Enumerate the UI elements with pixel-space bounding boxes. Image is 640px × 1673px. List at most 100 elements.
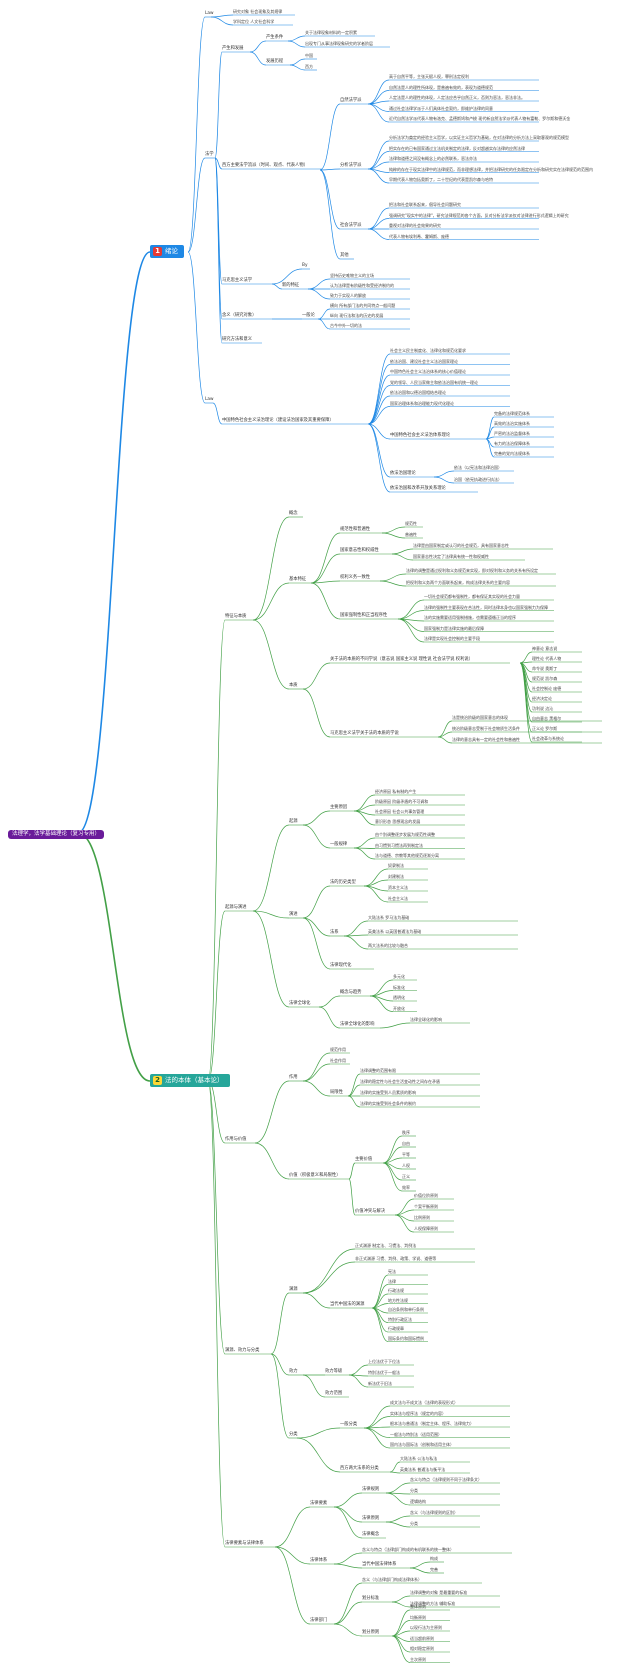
map-node: 当代中国法的渊源: [330, 1302, 365, 1307]
map-node: 一般规律: [330, 842, 348, 847]
map-node: 资本主义法: [388, 885, 408, 890]
branch-line: [319, 103, 341, 171]
branch-line: [296, 1427, 341, 1439]
branch-line: [385, 1482, 411, 1494]
branch-line: [389, 1471, 401, 1474]
map-node: 划分原则: [362, 1630, 380, 1635]
map-node: 主要原因: [330, 805, 348, 810]
map-node: 法律的强制性主要表现在合法性，同时法律本身也以国家强制力为保障: [424, 604, 548, 610]
branch-line: [249, 51, 267, 66]
map-node: 本质: [289, 683, 298, 688]
branch-line: [289, 64, 306, 71]
map-node: 效率: [402, 1185, 410, 1190]
branch-line: [343, 935, 369, 950]
map-node: 法的实施需要适用强制措施，也需要遵循正当的程序: [424, 615, 516, 620]
branch-line: [367, 207, 390, 230]
map-node: 法律体系: [310, 1558, 328, 1563]
branch-line: [317, 308, 331, 320]
map-node: 含义（与法律规则的区别）: [410, 1510, 458, 1515]
branch-line: [433, 476, 455, 484]
map-node: 法律调整的范围有限: [360, 1068, 396, 1073]
map-node: 自然法是人的理性所体现，是普遍有效的，表现为道德规范: [389, 84, 493, 90]
map-node: 正式渊源 制定法、习惯法、判例法: [355, 1243, 417, 1248]
branch-line: [353, 794, 376, 812]
branch-line: [302, 1080, 331, 1097]
branch-line: [271, 268, 303, 285]
map-node: 国家意志性决定了法律具有统一性和权威性: [413, 554, 489, 559]
map-node: 分类: [289, 1432, 298, 1437]
map-node: 法学: [205, 152, 214, 157]
map-node: 纯粹的存在于现实法律中的法律规范，而非理想法律，并把法律研究的任务限定在分析和研…: [389, 166, 593, 172]
branch-line: [302, 688, 331, 738]
map-node: 新法优于旧法: [368, 1381, 392, 1386]
map-node: 适当超前原则: [410, 1635, 434, 1641]
branch-line: [367, 218, 390, 230]
branch-line: [391, 1601, 411, 1608]
map-node: 概念与趋势: [340, 990, 362, 995]
map-node: 自治条例和单行条例: [388, 1307, 424, 1312]
map-node: 依法治国和改革开放关系理论: [390, 486, 446, 491]
branch-line: [77, 832, 151, 1082]
map-node: 分类: [410, 1521, 418, 1526]
map-node: 中国: [305, 53, 313, 58]
branch-line: [333, 1506, 363, 1523]
map-node: 国内法与国际法（创制和适用主体）: [390, 1442, 454, 1447]
map-node: 法律是由国家制定或认可的社会规范，具有国家意志性: [413, 543, 509, 548]
map-node: 开放化: [393, 1005, 405, 1011]
branch-line: [379, 1022, 411, 1029]
branch-line: [302, 885, 331, 919]
map-node: 法律的稳定性与社会生活变动性之间存在矛盾: [360, 1079, 440, 1084]
map-node: 近代自然法学派代表人物有洛克、孟德斯鸠和卢梭 现代新自然法学派代表人物有富勒、罗…: [389, 116, 571, 121]
map-node: 规范性: [405, 521, 417, 526]
map-node: 西方主要法学流派（时间、观点、代表人物）: [222, 163, 308, 168]
map-node: 含义与特点（法律部门构成的有机联系的统一整体）: [362, 1547, 454, 1552]
branch-line: [409, 1567, 431, 1574]
map-node: 行政法规: [388, 1288, 404, 1293]
map-node: 法律现代化: [330, 963, 352, 968]
branch-line: [367, 406, 391, 425]
map-node: 依法治国、建设社会主义法治国家理论: [390, 358, 458, 364]
map-node: 严密的法治监督体系: [494, 431, 530, 436]
map-node: 透明化: [393, 995, 405, 1000]
branch-line: [287, 40, 306, 48]
map-node: 强调研究"现实中的法律"，研究法律规范的各个方面，反对分析法学派仅对法律进行形式…: [389, 212, 569, 218]
branch-line: [302, 917, 331, 970]
map-node: 演进: [289, 912, 298, 917]
map-node: 秩序: [402, 1130, 410, 1135]
branch-line: [318, 995, 341, 1008]
branch-line: [369, 995, 394, 1012]
map-node: 逻辑结构: [410, 1499, 426, 1504]
map-node: 实体法与程序法（规定的内容）: [390, 1410, 446, 1416]
map-node: 概念: [289, 511, 298, 516]
map-node: 社会作用: [330, 1058, 346, 1063]
map-node: 法律的意志具有一定的社会性和普遍性: [452, 737, 520, 742]
branch-line: [347, 1073, 361, 1097]
map-node: 效力范围: [325, 1391, 343, 1396]
map-node: 规范性和普遍性: [340, 527, 371, 532]
branch-line: [363, 1416, 391, 1429]
map-node: 致力于实现人的解放: [330, 293, 366, 298]
map-node: 效力: [289, 1369, 298, 1374]
map-node: 封建制法: [388, 874, 404, 879]
branch-line: [302, 662, 331, 690]
map-node: 特别法优于一般法: [368, 1370, 400, 1375]
map-node: 行政规章: [388, 1326, 404, 1331]
branch-line: [347, 1095, 361, 1108]
branch-line: [348, 1364, 369, 1376]
map-node: 法律: [388, 1278, 396, 1284]
branch-line: [274, 1506, 311, 1548]
branch-line: [302, 1063, 331, 1082]
branch-line: [385, 1515, 411, 1523]
map-node: 根本法与普通法（制定主体、程序、法律效力）: [390, 1421, 474, 1426]
branch-line: [367, 168, 390, 184]
branch-line: [254, 1080, 290, 1144]
map-node: 研究方法和意义: [222, 337, 253, 342]
map-node: 法的历史类型: [330, 880, 356, 885]
chapter-number: 2: [153, 1076, 162, 1085]
map-node: 奴隶制法: [388, 863, 404, 868]
map-node: 关于法的本质的不同学说（意志说 国家主义说 理性说 社会法学说 权利说）: [330, 657, 473, 662]
map-node: 依法治国理论: [390, 471, 416, 476]
branch-line: [302, 1248, 356, 1294]
map-node: 依法（以宪法和法律治国）: [454, 465, 502, 470]
